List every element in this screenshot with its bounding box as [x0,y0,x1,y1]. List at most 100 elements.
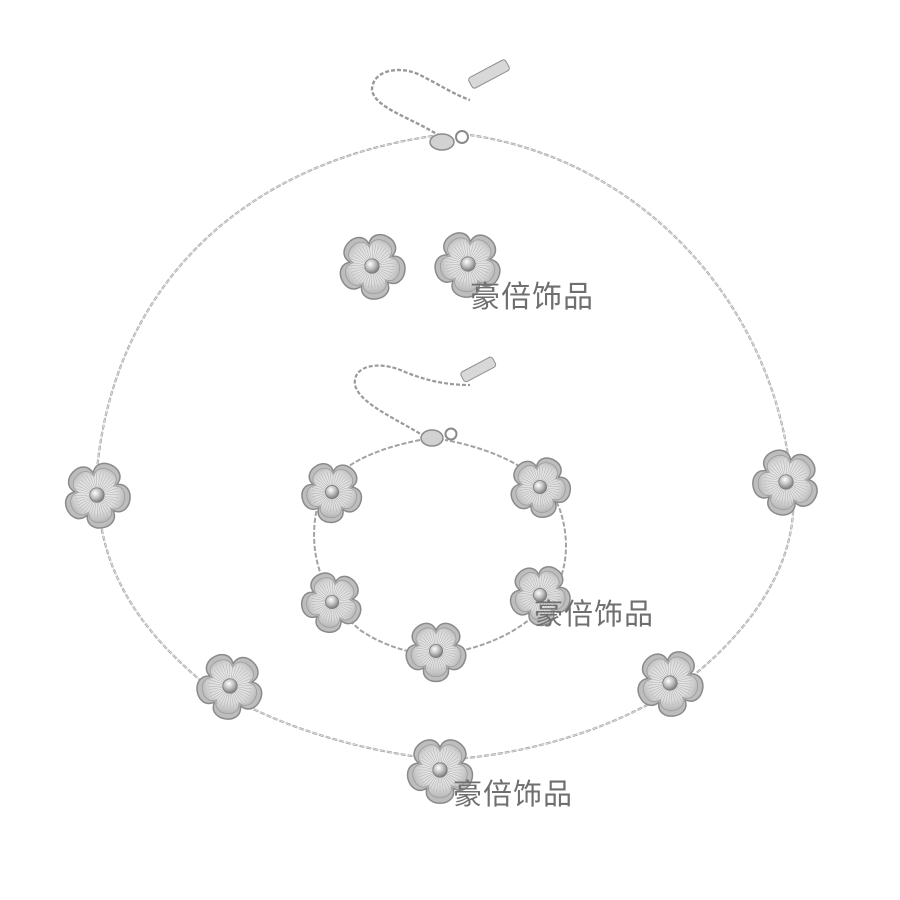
flower-texture-line [338,494,352,500]
flower-texture-line [765,484,780,492]
flower-texture-line [792,472,807,480]
earring-flower-stud [339,233,406,300]
bracelet-flower-charm [300,572,362,634]
flower-texture-line [648,678,664,682]
flower-texture-line [767,485,781,495]
flower-texture-line [419,654,431,664]
flower-texture-line [777,488,784,503]
bracelet-tag [460,356,497,383]
flower-texture-line [338,486,352,491]
flower-texture-line [337,589,349,599]
flower-texture-line [468,271,470,287]
flower-texture-line [452,269,464,281]
flower-texture-line [546,593,561,595]
bracelet-flower-charm [301,463,363,524]
flower-texture-line [365,244,371,260]
flower-texture-line [655,688,666,701]
flower-texture-line [439,634,449,646]
flower-texture-line [525,491,536,502]
flower-texture-line [334,583,342,597]
flower-texture-line [103,497,118,506]
flower-center-bead [222,678,238,694]
flower-texture-line [318,476,328,488]
flower-texture-line [442,652,456,658]
flower-texture-line [317,587,328,598]
flower-texture-line [545,598,558,607]
flower-texture-line [338,601,353,603]
flower-texture-line [358,271,368,285]
flower-texture-line [373,272,379,288]
flower-texture-line [461,270,467,286]
flower-texture-line [96,472,98,488]
flower-texture-line [534,601,539,615]
flower-texture-line [356,249,368,262]
flower-texture-line [423,774,436,787]
flower-texture-line [338,603,352,609]
flower-texture-line [209,675,224,684]
flower-texture-line [527,492,537,504]
flower-texture-line [544,472,555,483]
flower-texture-line [312,493,326,498]
flower-texture-line [332,608,336,623]
flower-texture-line [233,692,241,706]
flower-texture-line [658,689,667,703]
flower-texture-line [766,470,780,479]
bracelet-flower-charm [405,622,467,683]
flower-texture-line [375,271,386,285]
flower-texture-line [673,688,683,702]
flower-texture-line [445,264,461,266]
flower-texture-line [468,241,471,257]
flower-texture-line [89,473,95,489]
flower-texture-line [378,259,394,265]
flower-texture-line [338,493,352,497]
flower-texture-line [790,464,801,477]
flower-texture-line [104,495,120,499]
bracelet-flower-charm [510,457,572,519]
flower-texture-line [443,776,451,791]
flower-texture-line [311,601,326,603]
flower-texture-line [519,592,534,595]
flower-texture-line [525,472,536,483]
flower-texture-line [379,262,395,266]
flower-texture-line [673,663,682,677]
flower-texture-line [103,487,119,493]
flower-texture-line [541,601,545,615]
flower-texture-line [465,271,468,287]
flower-texture-line [421,756,435,767]
flower-texture-line [372,243,377,260]
flower-texture-line [441,641,455,649]
flower-texture-line [442,644,456,650]
flower-texture-line [376,270,388,283]
flower-texture-line [353,252,367,262]
flower-texture-line [442,651,457,655]
flower-texture-line [438,656,446,670]
necklace-flower-charm [64,462,131,529]
watermark-text: 豪倍饰品 [453,777,574,811]
flower-texture-line [321,497,329,510]
flower-center-bead [325,595,339,609]
flower-texture-line [536,466,540,481]
flower-texture-line [332,581,336,596]
flower-texture-line [442,647,457,651]
flower-texture-line [211,672,225,683]
flower-texture-line [317,606,328,617]
flower-texture-line [232,665,241,680]
flower-texture-line [423,634,433,646]
flower-texture-line [472,269,483,282]
flower-texture-line [520,480,534,486]
flower-texture-line [104,490,120,495]
earring-flower-stud [434,232,501,298]
flower-texture-line [437,657,443,671]
flower-texture-line [471,270,480,284]
flower-texture-line [416,644,430,650]
flower-texture-line [470,243,478,258]
flower-texture-line [237,686,253,690]
flower-texture-line [786,489,789,505]
flower-texture-line [208,679,224,685]
flower-texture-line [223,692,229,708]
flower-texture-line [78,499,92,509]
flower-texture-line [466,241,468,257]
flower-texture-line [445,261,461,264]
flower-texture-line [337,604,351,612]
flower-texture-line [443,749,451,764]
